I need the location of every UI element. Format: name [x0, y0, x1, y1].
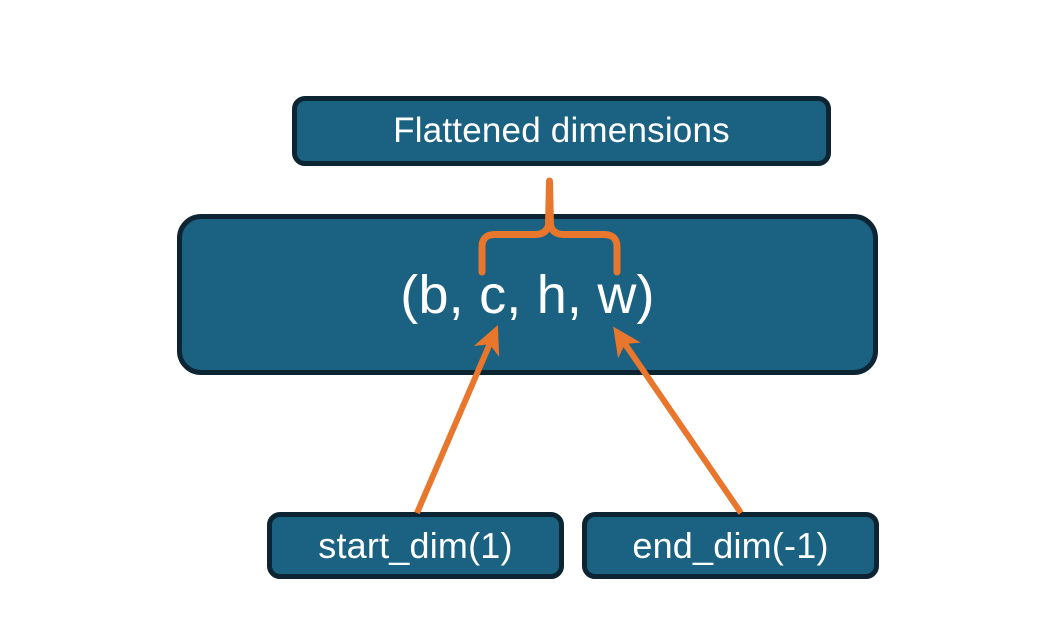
node-flattened-dimensions-label: Flattened dimensions [393, 111, 730, 150]
node-start-dim[interactable]: start_dim(1) [267, 512, 564, 579]
node-start-dim-label: start_dim(1) [318, 524, 513, 566]
node-end-dim[interactable]: end_dim(-1) [582, 512, 879, 579]
node-shape-tuple[interactable]: (b, c, h, w) [177, 214, 878, 375]
node-shape-tuple-label: (b, c, h, w) [400, 264, 655, 325]
node-end-dim-label: end_dim(-1) [632, 524, 829, 566]
node-flattened-dimensions[interactable]: Flattened dimensions [292, 96, 831, 166]
